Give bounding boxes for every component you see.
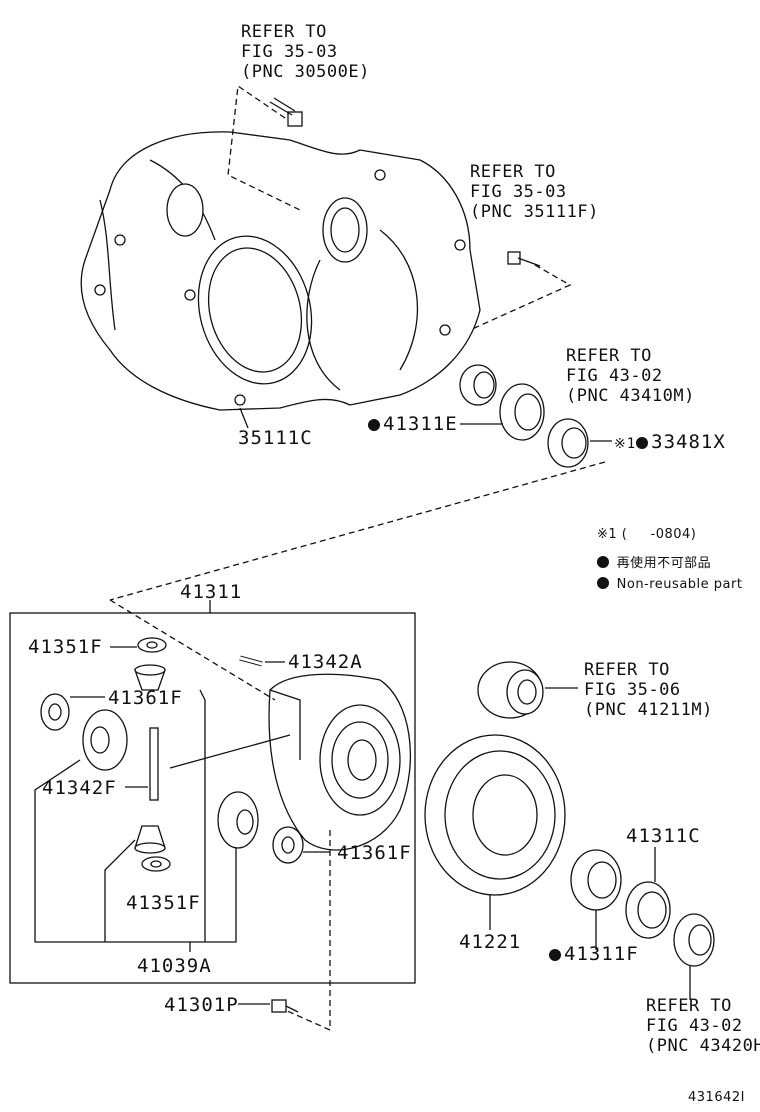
part-41342f: 41342F [42, 777, 117, 799]
shaft-41342f [149, 727, 159, 801]
part-41301p: 41301P [164, 994, 239, 1016]
pin-41342a [239, 655, 263, 667]
washer-41361f-right [272, 826, 304, 864]
ring-gear-41221 [424, 734, 566, 896]
part-41221: 41221 [459, 931, 522, 953]
transaxle-housing-drawing [80, 131, 481, 411]
non-reusable-dot [597, 577, 609, 589]
washer-41351f-bottom [141, 856, 171, 872]
legend-note-1: ※1 ( -0804) [597, 527, 697, 542]
figure-id: 431642I [688, 1090, 745, 1105]
differential-case-drawing [268, 673, 411, 851]
bearing-race-43420h [673, 913, 715, 967]
bearing-race-43410m [459, 364, 497, 406]
washer-41361f-left [40, 693, 70, 731]
bolt-30500e [269, 97, 303, 127]
washer-41351f-top [137, 637, 167, 653]
non-reusable-dot [368, 419, 380, 431]
drive-pinion-41211m [477, 661, 544, 719]
oil-seal-33481x [547, 418, 589, 468]
part-41039a: 41039A [137, 955, 212, 977]
bolt-41301p [271, 999, 299, 1013]
differential-assembly-box [9, 612, 416, 984]
part-41361f-right: 41361F [337, 842, 412, 864]
part-41311: 41311 [180, 581, 243, 603]
part-41311f: 41311F [549, 944, 639, 964]
part-41342a: 41342A [288, 651, 363, 673]
side-gear-right [217, 791, 259, 849]
part-41361f-left: 41361F [108, 687, 183, 709]
legend-nonreusable-jp: 再使用不可部品 [597, 554, 711, 574]
non-reusable-dot [636, 437, 649, 449]
non-reusable-dot [549, 949, 561, 961]
bearing-41311f [570, 849, 622, 911]
bolt-35111f [507, 251, 541, 267]
pinion-gear-bottom [134, 825, 166, 854]
non-reusable-dot [597, 556, 609, 568]
part-35111c: 35111C [238, 427, 313, 449]
part-41311e: 41311E [368, 414, 458, 434]
part-41351f-bottom: 41351F [126, 892, 201, 914]
legend-nonreusable-en: Non-reusable part [597, 575, 742, 595]
side-gear-left [82, 709, 128, 771]
shim-41311c [625, 881, 671, 939]
part-41351f-top: 41351F [28, 636, 103, 658]
bearing-41311e [499, 383, 545, 441]
part-41311c: 41311C [626, 825, 701, 847]
pinion-gear-top [134, 664, 166, 691]
